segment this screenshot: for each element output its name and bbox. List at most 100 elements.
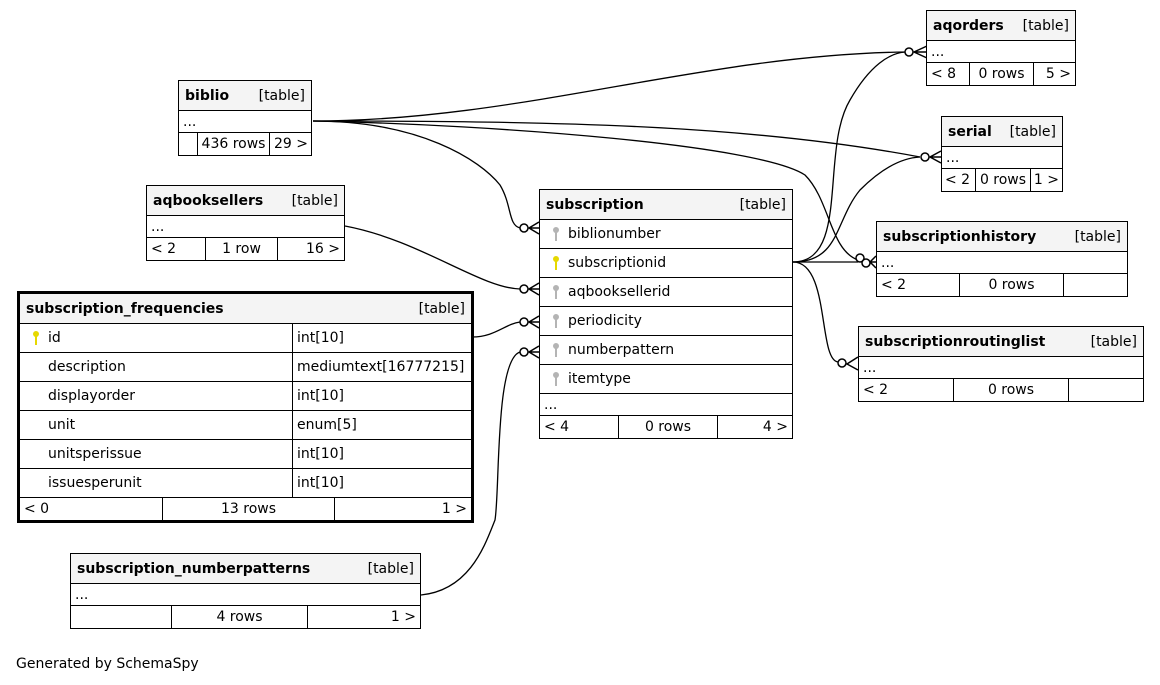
column-name: biblionumber <box>568 226 661 242</box>
children-link[interactable]: 29 > <box>269 133 311 155</box>
children-link[interactable]: 1 > <box>1030 169 1062 191</box>
table-name: subscription_frequencies <box>26 300 224 317</box>
table-header: subscriptionroutinglist [table] <box>859 327 1143 357</box>
table-serial[interactable]: serial [table] ... < 2 0 rows 1 > <box>941 116 1063 192</box>
table-header: subscription_numberpatterns [table] <box>71 554 420 584</box>
row-count: 0 rows <box>953 379 1068 401</box>
parents-link[interactable]: < 0 <box>24 501 50 517</box>
column-row[interactable]: description mediumtext[16777215] <box>20 353 471 382</box>
optional-marker <box>519 223 529 233</box>
column-row[interactable]: unitsperissue int[10] <box>20 440 471 469</box>
edge-biblio-serial <box>312 120 921 158</box>
parents-link[interactable]: < 8 <box>931 66 957 82</box>
foreign-key-icon <box>546 342 566 358</box>
children-link[interactable] <box>1068 379 1143 401</box>
row-count: 13 rows <box>162 498 334 520</box>
optional-marker <box>519 317 529 327</box>
children-link[interactable]: 5 > <box>1033 63 1075 85</box>
table-kind: [table] <box>367 560 414 577</box>
parents-link[interactable]: < 2 <box>881 277 907 293</box>
table-name: serial <box>948 123 992 140</box>
table-footer: < 0 13 rows 1 > <box>20 498 471 520</box>
table-header: subscriptionhistory [table] <box>877 222 1127 252</box>
row-count: 4 rows <box>171 606 307 628</box>
children-link[interactable]: 16 > <box>277 238 344 260</box>
table-aqbooksellers[interactable]: aqbooksellers [table] ... < 2 1 row 16 > <box>146 185 345 261</box>
column-row[interactable]: id int[10] <box>20 324 471 353</box>
column-name: aqbooksellerid <box>568 284 671 300</box>
row-count: 0 rows <box>975 169 1030 191</box>
optional-marker <box>904 47 914 57</box>
table-footer: < 4 0 rows 4 > <box>540 416 792 438</box>
children-link[interactable]: 1 > <box>334 498 471 520</box>
parents-link[interactable] <box>179 133 197 155</box>
column-row[interactable]: aqbooksellerid <box>540 278 792 307</box>
table-name: subscription <box>546 196 644 213</box>
column-row[interactable]: issuesperunit int[10] <box>20 469 471 498</box>
column-row[interactable]: itemtype <box>540 365 792 394</box>
table-subscription-numberpatterns[interactable]: subscription_numberpatterns [table] ... … <box>70 553 421 629</box>
more-columns: ... <box>877 252 1127 274</box>
table-subscription-frequencies[interactable]: subscription_frequencies [table] id int[… <box>17 291 474 523</box>
table-subscriptionroutinglist[interactable]: subscriptionroutinglist [table] ... < 2 … <box>858 326 1144 402</box>
column-row[interactable]: subscriptionid <box>540 249 792 278</box>
generated-by-credit: Generated by SchemaSpy <box>16 656 199 672</box>
table-kind: [table] <box>1022 17 1069 34</box>
column-type: int[10] <box>292 382 344 410</box>
table-footer: 436 rows 29 > <box>179 133 311 155</box>
table-aqorders[interactable]: aqorders [table] ... < 8 0 rows 5 > <box>926 10 1076 86</box>
row-count: 0 rows <box>969 63 1033 85</box>
column-type: int[10] <box>292 469 344 497</box>
column-type: int[10] <box>292 440 344 468</box>
table-kind: [table] <box>258 87 305 104</box>
table-kind: [table] <box>739 196 786 213</box>
table-name: biblio <box>185 87 230 104</box>
column-row[interactable]: periodicity <box>540 307 792 336</box>
parents-link[interactable]: < 2 <box>151 241 177 257</box>
column-row[interactable]: displayorder int[10] <box>20 382 471 411</box>
table-kind: [table] <box>291 192 338 209</box>
column-row[interactable]: biblionumber <box>540 220 792 249</box>
table-header: serial [table] <box>942 117 1062 147</box>
edge-aqbooksellers-subscription <box>344 225 521 290</box>
table-name: subscription_numberpatterns <box>77 560 311 577</box>
column-name: description <box>48 359 126 375</box>
children-link[interactable] <box>1063 274 1127 296</box>
table-header: biblio [table] <box>179 81 311 111</box>
crow-foot-marker <box>527 282 540 296</box>
column-name: displayorder <box>48 388 136 404</box>
column-row[interactable]: unit enum[5] <box>20 411 471 440</box>
table-subscriptionhistory[interactable]: subscriptionhistory [table] ... < 2 0 ro… <box>876 221 1128 297</box>
table-header: subscription_frequencies [table] <box>20 294 471 324</box>
children-link[interactable]: 1 > <box>307 606 420 628</box>
more-columns: ... <box>942 147 1062 169</box>
row-count: 436 rows <box>197 133 269 155</box>
table-header: subscription [table] <box>540 190 792 220</box>
column-row[interactable]: numberpattern <box>540 336 792 365</box>
table-kind: [table] <box>418 300 465 317</box>
foreign-key-icon <box>546 371 566 387</box>
more-columns: ... <box>927 41 1075 63</box>
parents-link[interactable]: < 4 <box>544 419 570 435</box>
more-columns: ... <box>540 394 792 416</box>
column-name: periodicity <box>568 313 642 329</box>
more-columns: ... <box>147 216 344 238</box>
parents-link[interactable]: < 2 <box>945 172 971 188</box>
column-type: int[10] <box>292 324 344 352</box>
parents-link[interactable] <box>71 606 171 628</box>
table-kind: [table] <box>1074 228 1121 245</box>
optional-marker <box>519 284 529 294</box>
crow-foot-marker <box>527 221 540 235</box>
optional-marker <box>855 253 865 263</box>
children-link[interactable]: 4 > <box>717 416 792 438</box>
table-footer: < 2 0 rows <box>877 274 1127 296</box>
crow-foot-marker <box>928 150 942 164</box>
more-columns: ... <box>179 111 311 133</box>
parents-link[interactable]: < 2 <box>863 382 889 398</box>
foreign-key-icon <box>546 226 566 242</box>
primary-key-icon <box>26 330 46 346</box>
table-name: aqorders <box>933 17 1004 34</box>
table-subscription[interactable]: subscription [table] biblionumber subscr… <box>539 189 793 439</box>
column-name: id <box>48 330 61 346</box>
table-biblio[interactable]: biblio [table] ... 436 rows 29 > <box>178 80 312 156</box>
